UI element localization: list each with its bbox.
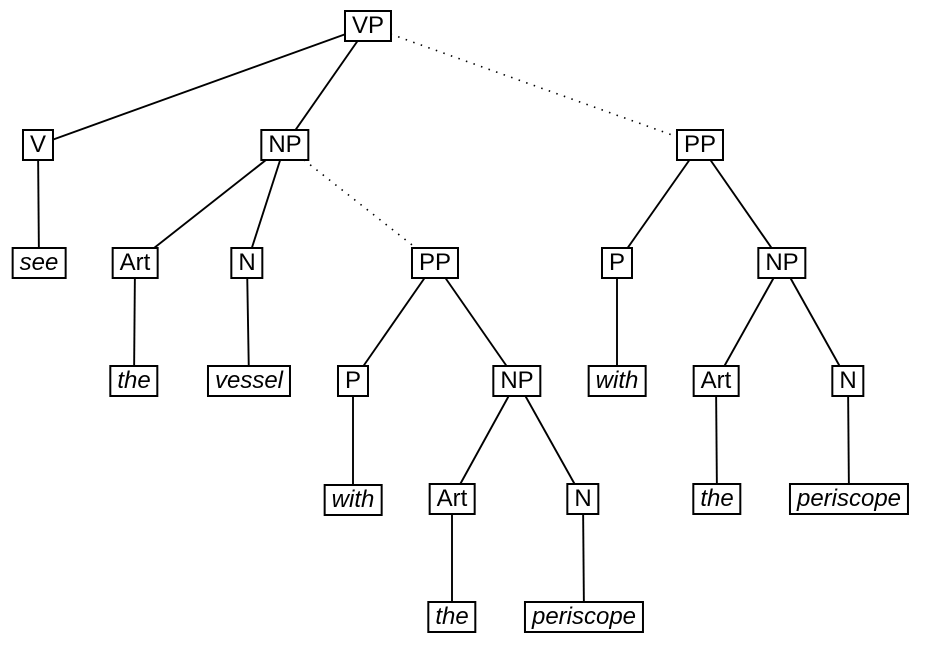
tree-node-pp2: PP xyxy=(675,129,725,161)
tree-edge-pp2-np3 xyxy=(699,144,783,264)
tree-edge-np3-art3 xyxy=(715,262,783,382)
tree-edge-np3-n3 xyxy=(781,262,849,382)
tree-edge-art1-the1 xyxy=(133,262,136,382)
tree-node-the2: the xyxy=(427,601,477,633)
tree-edge-n3-periscope3 xyxy=(847,380,850,500)
tree-node-np1: NP xyxy=(260,129,310,161)
tree-node-with1: with xyxy=(323,484,383,516)
tree-node-np2: NP xyxy=(492,365,542,397)
tree-edge-vp-np1 xyxy=(284,25,369,146)
tree-node-p2: P xyxy=(600,247,634,279)
tree-edge-np1-n1 xyxy=(246,144,286,264)
tree-edge-np1-art1 xyxy=(134,144,286,264)
tree-edge-pp1-p1 xyxy=(352,262,436,382)
tree-edge-np1-pp1-dotted xyxy=(284,144,436,264)
tree-node-periscope3: periscope xyxy=(788,483,910,515)
tree-node-vessel: vessel xyxy=(206,365,292,397)
tree-node-np3: NP xyxy=(757,247,807,279)
tree-node-art1: Art xyxy=(111,247,159,279)
tree-node-n3: N xyxy=(831,365,865,397)
tree-edge-n2-periscope2 xyxy=(582,498,585,618)
tree-edge-vp-v xyxy=(37,25,369,146)
tree-edge-n1-vessel xyxy=(246,262,250,382)
tree-node-pp1: PP xyxy=(410,247,460,279)
tree-node-art3: Art xyxy=(692,365,740,397)
tree-node-n1: N xyxy=(230,247,264,279)
tree-node-the1: the xyxy=(109,365,159,397)
tree-node-with2: with xyxy=(587,365,647,397)
tree-edge-np2-art2 xyxy=(451,380,518,500)
tree-node-periscope2: periscope xyxy=(523,601,645,633)
tree-node-art2: Art xyxy=(428,483,476,515)
tree-edge-vp-pp2-dotted xyxy=(367,25,701,146)
tree-node-vp: VP xyxy=(343,10,393,42)
tree-edge-v-see xyxy=(37,144,40,264)
tree-node-see: see xyxy=(11,247,67,279)
tree-node-the3: the xyxy=(692,483,742,515)
tree-edge-pp2-p2 xyxy=(616,144,701,264)
tree-node-p1: P xyxy=(336,365,370,397)
tree-edge-pp1-np2 xyxy=(434,262,518,382)
tree-node-n2: N xyxy=(566,483,600,515)
tree-edge-np2-n2 xyxy=(516,380,584,500)
tree-edge-art3-the3 xyxy=(715,380,718,500)
tree-node-v: V xyxy=(21,129,55,161)
